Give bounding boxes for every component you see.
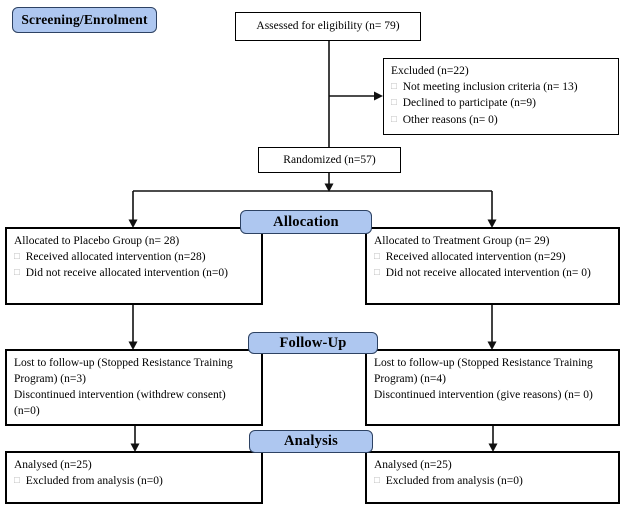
square-bullet-icon: □	[391, 114, 397, 125]
followup-badge: Follow-Up	[248, 332, 378, 354]
arrowhead-alloc-right	[487, 219, 497, 228]
analysis-placebo-title: Analysed (n=25)	[14, 459, 92, 471]
followup-treatment-line: Lost to follow-up (Stopped Resistance Tr…	[374, 357, 593, 386]
square-bullet-icon: □	[374, 476, 380, 487]
square-bullet-icon: □	[14, 252, 20, 263]
allocation-treatment-item-text: Did not receive allocated intervention (…	[385, 267, 591, 280]
assessed-text: Assessed for eligibility (n= 79)	[256, 20, 400, 33]
analysis-label: Analysis	[284, 433, 338, 449]
screening-enrolment-badge: Screening/Enrolment	[12, 7, 157, 33]
arrowhead-analysis-right	[488, 443, 498, 452]
square-bullet-icon: □	[391, 82, 397, 93]
analysis-treatment-box: Analysed (n=25) □ Excluded from analysis…	[365, 451, 620, 504]
square-bullet-icon: □	[391, 98, 397, 109]
square-bullet-icon: □	[374, 268, 380, 279]
allocation-treatment-title: Allocated to Treatment Group (n= 29)	[374, 235, 550, 247]
square-bullet-icon: □	[14, 268, 20, 279]
randomized-box: Randomized (n=57)	[258, 147, 401, 173]
square-bullet-icon: □	[374, 252, 380, 263]
square-bullet-icon: □	[14, 476, 20, 487]
arrowhead-fu-left	[128, 341, 138, 350]
analysis-treatment-title: Analysed (n=25)	[374, 459, 452, 471]
arrowhead-analysis-left	[130, 443, 140, 452]
excluded-item-text: Not meeting inclusion criteria (n= 13)	[402, 81, 578, 94]
allocation-treatment-box: Allocated to Treatment Group (n= 29) □ R…	[365, 227, 620, 305]
followup-treatment-line: Discontinued intervention (give reasons)…	[374, 389, 593, 402]
allocation-placebo-item-text: Received allocated intervention (n=28)	[25, 251, 206, 264]
followup-placebo-box: Lost to follow-up (Stopped Resistance Tr…	[5, 349, 263, 426]
excluded-item: □ Declined to participate (n=9)	[391, 95, 611, 111]
allocation-treatment-item: □ Received allocated intervention (n=29)	[374, 249, 611, 265]
arrowhead-alloc-left	[128, 219, 138, 228]
excluded-item: □ Other reasons (n= 0)	[391, 112, 611, 128]
analysis-treatment-item-text: Excluded from analysis (n=0)	[385, 475, 523, 488]
excluded-box: Excluded (n=22) □ Not meeting inclusion …	[383, 58, 619, 135]
allocation-placebo-item-text: Did not receive allocated intervention (…	[25, 267, 228, 280]
screening-enrolment-label: Screening/Enrolment	[21, 12, 148, 27]
excluded-item-text: Declined to participate (n=9)	[402, 97, 536, 110]
followup-treatment-box: Lost to follow-up (Stopped Resistance Tr…	[365, 349, 620, 426]
arrowhead-fu-right	[487, 341, 497, 350]
arrowhead-branch	[324, 183, 334, 192]
followup-placebo-line: Discontinued intervention (withdrew cons…	[14, 389, 226, 418]
allocation-treatment-item-text: Received allocated intervention (n=29)	[385, 251, 566, 264]
allocation-treatment-item: □ Did not receive allocated intervention…	[374, 265, 611, 281]
allocation-placebo-item: □ Received allocated intervention (n=28)	[14, 249, 254, 265]
followup-placebo-line: Lost to follow-up (Stopped Resistance Tr…	[14, 357, 233, 386]
analysis-badge: Analysis	[249, 430, 373, 453]
assessed-box: Assessed for eligibility (n= 79)	[235, 12, 421, 41]
analysis-placebo-item-text: Excluded from analysis (n=0)	[25, 475, 163, 488]
allocation-placebo-item: □ Did not receive allocated intervention…	[14, 265, 254, 281]
allocation-label: Allocation	[273, 213, 339, 230]
analysis-placebo-box: Analysed (n=25) □ Excluded from analysis…	[5, 451, 263, 504]
allocation-placebo-box: Allocated to Placebo Group (n= 28) □ Rec…	[5, 227, 263, 305]
excluded-title: Excluded (n=22)	[391, 65, 469, 77]
followup-label: Follow-Up	[279, 334, 347, 351]
analysis-placebo-item: □ Excluded from analysis (n=0)	[14, 473, 254, 489]
arrowhead-excluded	[374, 91, 383, 101]
randomized-text: Randomized (n=57)	[283, 153, 376, 166]
excluded-item-text: Other reasons (n= 0)	[402, 113, 498, 126]
excluded-item: □ Not meeting inclusion criteria (n= 13)	[391, 79, 611, 95]
analysis-treatment-item: □ Excluded from analysis (n=0)	[374, 473, 611, 489]
allocation-placebo-title: Allocated to Placebo Group (n= 28)	[14, 235, 180, 247]
allocation-badge: Allocation	[240, 210, 372, 234]
